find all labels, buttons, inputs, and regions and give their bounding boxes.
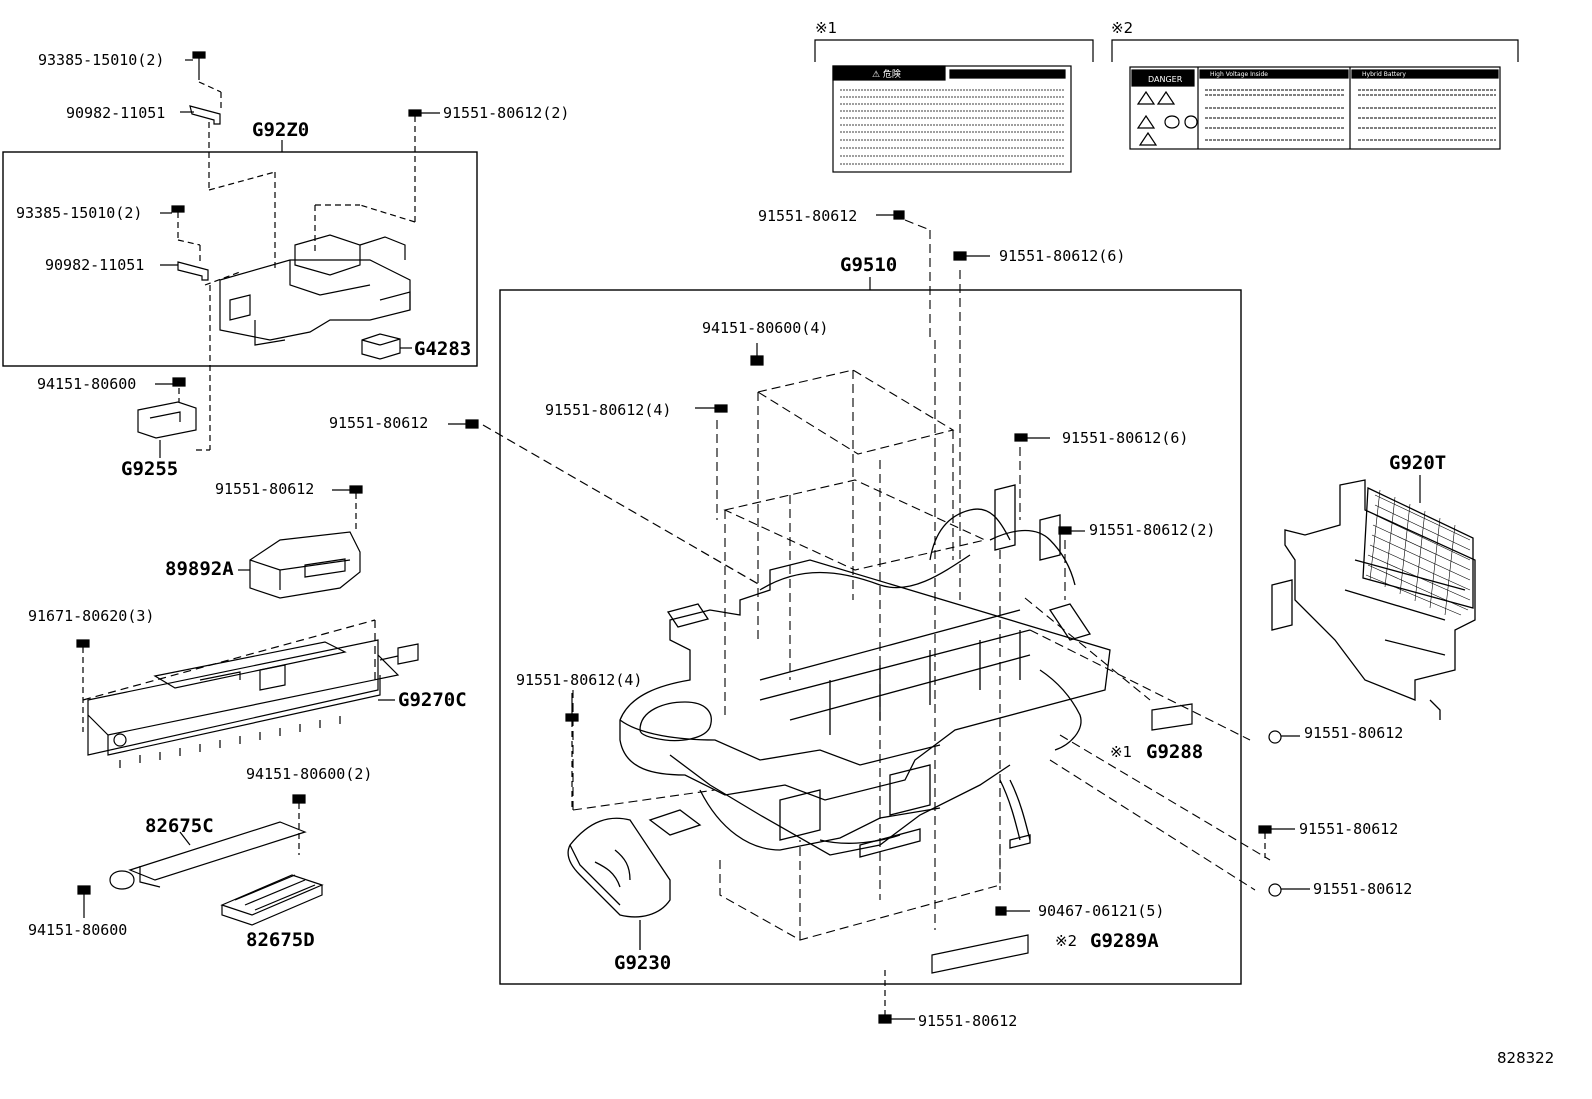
label-g9288-note: ※1 xyxy=(1110,743,1133,761)
label-82675c: 82675C xyxy=(145,815,214,837)
nut-94151-left xyxy=(155,377,186,402)
label-g9230: G9230 xyxy=(614,952,672,974)
label-91551-2-top: 91551-80612(2) xyxy=(443,104,570,122)
label-g92z0: G92Z0 xyxy=(252,119,310,141)
screw-91551-2-b xyxy=(1058,526,1085,535)
label-g9289a: G9289A xyxy=(1090,930,1159,952)
screw-91551-left-main xyxy=(448,419,479,429)
label-91551-bottom: 91551-80612 xyxy=(918,1012,1018,1030)
label-90467: 90467-06121(5) xyxy=(1038,902,1165,920)
label-94151-left: 94151-80600 xyxy=(37,375,137,393)
label-89892a: 89892A xyxy=(165,558,234,580)
screw-91551-89892 xyxy=(332,485,363,530)
note2-marker: ※2 xyxy=(1111,19,1134,37)
decal2-col1: High Voltage Inside xyxy=(1210,71,1268,78)
label-91551-6-b: 91551-80612(6) xyxy=(1062,429,1189,447)
label-91551-89892: 91551-80612 xyxy=(215,480,315,498)
decal2-danger: DANGER xyxy=(1148,75,1183,84)
label-g9288: G9288 xyxy=(1146,741,1204,763)
label-94151-bottom: 94151-80600 xyxy=(28,921,128,939)
screw-91551-r2 xyxy=(1258,825,1295,858)
note2-bracket xyxy=(1111,39,1519,62)
label-93385-top: 93385-15010(2) xyxy=(38,51,165,69)
bracket-g9255 xyxy=(137,285,211,458)
battery-tray-g9510 xyxy=(619,484,1111,858)
label-91551-r1: 91551-80612 xyxy=(1304,724,1404,742)
cover-g920t xyxy=(1271,479,1476,720)
ecu-g9270c xyxy=(87,639,419,768)
screw-91551-r3 xyxy=(1268,883,1310,897)
g9510-group-box xyxy=(499,289,1242,985)
label-g9270c: G9270C xyxy=(398,689,467,711)
junction-block xyxy=(219,234,411,346)
label-g4283: G4283 xyxy=(414,338,472,360)
screw-91551-4-a xyxy=(695,404,728,413)
screw-91551-g92z0 xyxy=(314,109,440,255)
label-g9255: G9255 xyxy=(121,458,179,480)
label-91551-r3: 91551-80612 xyxy=(1313,880,1413,898)
label-g9289a xyxy=(931,934,1029,974)
label-90982-inner: 90982-11051 xyxy=(45,256,145,274)
nut-94151-2 xyxy=(292,794,306,855)
cover-g920t-mesh xyxy=(1365,489,1471,616)
label-91551-6-top: 91551-80612(6) xyxy=(999,247,1126,265)
relay-g4283 xyxy=(361,333,412,360)
label-90982-top: 90982-11051 xyxy=(66,104,166,122)
label-91551-r2: 91551-80612 xyxy=(1299,820,1399,838)
screw-91671 xyxy=(76,639,90,732)
screw-91551-6-top xyxy=(953,251,990,261)
screw-91551-r1 xyxy=(1268,730,1300,744)
diagram-id: 828322 xyxy=(1497,1049,1555,1067)
bracket-82675d xyxy=(220,874,324,926)
note1-bracket xyxy=(814,39,1094,62)
screw-93385-top xyxy=(185,51,206,80)
nut-94151-4 xyxy=(750,343,764,366)
label-g9510: G9510 xyxy=(840,254,898,276)
decal-2 xyxy=(1129,66,1501,150)
label-94151-4: 94151-80600(4) xyxy=(702,319,829,337)
screw-91551-4-b xyxy=(565,693,579,810)
label-91671: 91671-80620(3) xyxy=(28,607,155,625)
label-g920t: G920T xyxy=(1389,452,1447,474)
foam-g9230 xyxy=(567,817,671,950)
label-82675d: 82675D xyxy=(246,929,315,951)
note1-marker: ※1 xyxy=(815,19,838,37)
label-91551-2-b: 91551-80612(2) xyxy=(1089,521,1216,539)
g92z0-group-box xyxy=(2,151,478,367)
screw-91551-6-b xyxy=(1014,433,1050,442)
clamp-90982-inner xyxy=(160,239,241,286)
decal-1 xyxy=(832,65,1072,173)
bar-82675c xyxy=(109,821,307,890)
label-91551-4-b: 91551-80612(4) xyxy=(516,671,643,689)
label-91551-left-main: 91551-80612 xyxy=(329,414,429,432)
clamp-90982-top xyxy=(180,81,222,125)
decal1-header: ⚠ 危険 xyxy=(872,68,901,80)
screw-93385-inner xyxy=(160,205,185,240)
module-89892a xyxy=(238,531,361,599)
screw-91551-bottom xyxy=(878,970,915,1024)
nut-94151-bottom xyxy=(77,885,91,918)
label-93385-inner: 93385-15010(2) xyxy=(16,204,143,222)
label-g9289a-note: ※2 xyxy=(1055,932,1078,950)
nut-90467 xyxy=(995,906,1030,916)
screw-91551-mid-top xyxy=(876,210,905,220)
label-91551-4-a: 91551-80612(4) xyxy=(545,401,672,419)
label-g9288 xyxy=(1151,703,1193,731)
label-91551-mid-top: 91551-80612 xyxy=(758,207,858,225)
label-94151-2: 94151-80600(2) xyxy=(246,765,373,783)
decal2-col2: Hybrid Battery xyxy=(1362,71,1406,78)
